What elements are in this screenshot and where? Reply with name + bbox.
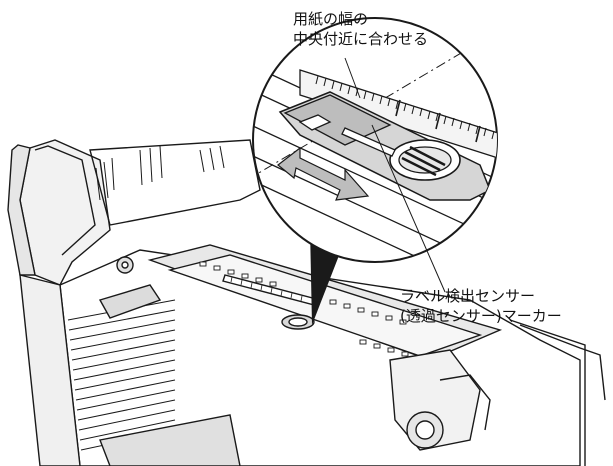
leader-lines [344, 57, 446, 293]
ruler-ticks [315, 75, 495, 143]
printer-body [7, 139, 606, 466]
guide-holes [199, 261, 409, 357]
cover-ribs [95, 145, 225, 201]
roller [98, 284, 162, 319]
open-cover [19, 139, 111, 286]
callout-paper-center-line1: 用紙の幅の [293, 10, 369, 28]
magnifier [252, 17, 498, 263]
double-arrow-icon [277, 146, 370, 201]
side-louvers [67, 299, 176, 451]
lower-slot [99, 414, 241, 466]
callout-paper-center-line2: 中央付近に合わせる [293, 30, 429, 48]
callout-label-sensor: ラベル検出センサー (透過センサー)マーカー [400, 286, 562, 326]
callout-label-sensor-line2: (透過センサー)マーカー [400, 307, 562, 325]
callout-label-sensor-line1: ラベル検出センサー [400, 287, 536, 305]
callout-paper-center: 用紙の幅の 中央付近に合わせる [293, 9, 428, 49]
